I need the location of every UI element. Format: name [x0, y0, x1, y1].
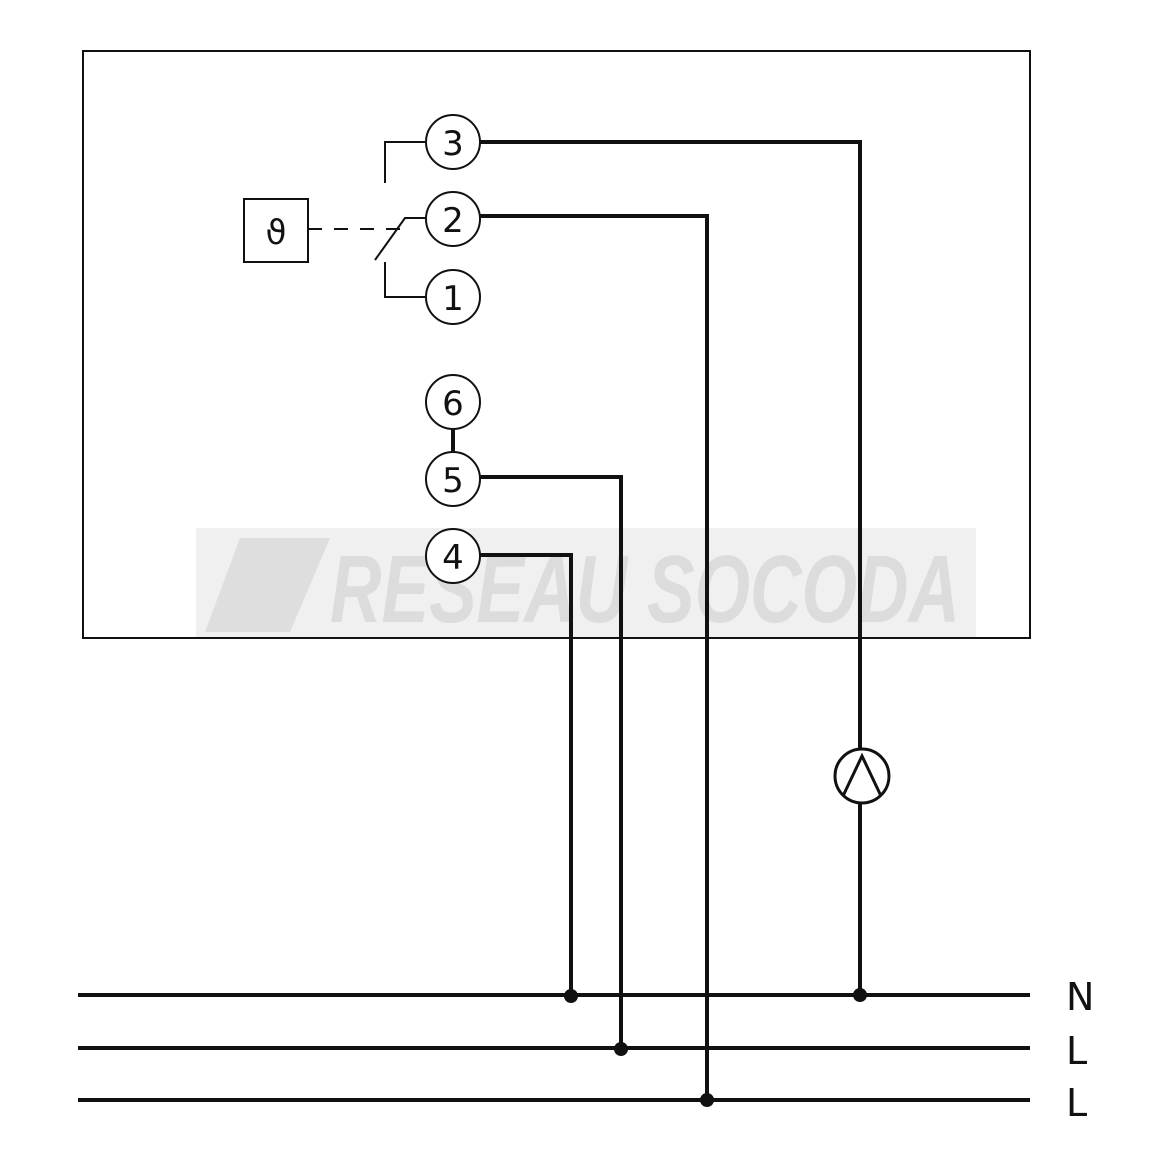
wires	[78, 140, 1030, 1102]
svg-text:3: 3	[442, 124, 464, 164]
wire-terminal-4	[480, 553, 573, 995]
label-n: N	[1066, 975, 1094, 1019]
svg-text:5: 5	[442, 461, 464, 501]
wire-terminal-3	[480, 140, 862, 749]
label-l2: L	[1066, 1081, 1087, 1125]
thermostat-sensor: ϑ	[243, 198, 400, 263]
watermark-text: RESEAU SOCODA	[330, 536, 960, 643]
pump-icon	[833, 747, 891, 805]
svg-text:1: 1	[442, 279, 464, 319]
terminal-5: 5	[425, 451, 481, 507]
terminal-3: 3	[425, 114, 481, 170]
device-enclosure	[82, 50, 1031, 639]
terminal-6: 6	[425, 374, 481, 430]
svg-text:4: 4	[442, 538, 464, 578]
wire-terminal-2	[480, 214, 709, 1100]
junctions	[564, 988, 867, 1107]
svg-text:2: 2	[442, 201, 464, 241]
thermostat-symbol: ϑ	[265, 213, 286, 253]
svg-text:6: 6	[442, 384, 464, 424]
terminal-1: 1	[425, 269, 481, 325]
changeover-switch	[374, 141, 426, 298]
watermark: RESEAU SOCODA	[196, 528, 976, 643]
terminal-4: 4	[425, 528, 481, 584]
terminal-2: 2	[425, 191, 481, 247]
wire-terminal-5	[480, 475, 623, 1048]
terminals: 3 2 1 6 5 4	[425, 114, 481, 584]
label-l1: L	[1066, 1029, 1087, 1073]
